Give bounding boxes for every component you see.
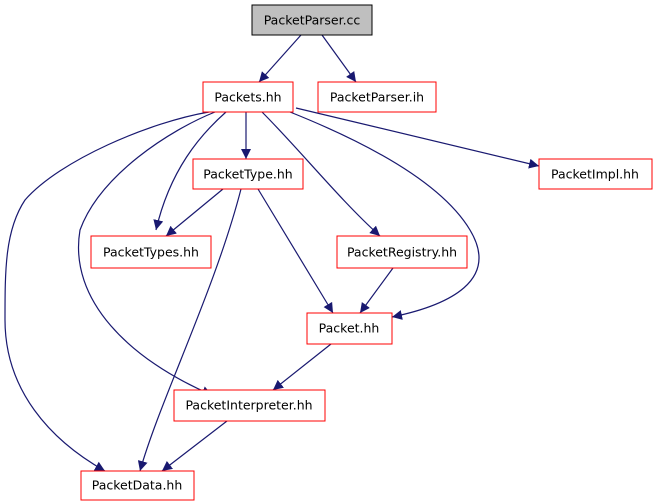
node-packets-hh[interactable]: Packets.hh bbox=[202, 81, 294, 113]
node-box bbox=[80, 470, 195, 501]
edge-packet-hh-to-packetinterpreter-hh bbox=[272, 343, 332, 391]
node-label: PacketType.hh bbox=[203, 167, 292, 182]
edge-packets-hh-to-packetinterpreter-hh bbox=[78, 111, 216, 396]
node-label: PacketInterpreter.hh bbox=[185, 398, 312, 413]
edge-packettype-hh-to-packet-hh bbox=[257, 188, 334, 314]
edge-packets-hh-to-packetdata-hh bbox=[4, 111, 210, 472]
node-label: PacketData.hh bbox=[92, 478, 183, 493]
edge-packets-hh-to-packet-hh bbox=[289, 111, 480, 320]
node-packetparser-cc[interactable]: PacketParser.cc bbox=[251, 4, 373, 36]
edge-packets-hh-to-packettypes-hh bbox=[153, 111, 227, 231]
edge-packetinterpreter-hh-to-packetdata-hh bbox=[161, 420, 228, 472]
edge-packets-hh-to-packetregistry-hh bbox=[261, 111, 381, 237]
node-box bbox=[538, 158, 653, 190]
edge-packetregistry-hh-to-packet-hh bbox=[359, 267, 394, 314]
node-label: PacketTypes.hh bbox=[103, 245, 199, 260]
edge-packettype-hh-to-packetdata-hh bbox=[137, 188, 242, 472]
node-box bbox=[336, 235, 468, 269]
node-packettype-hh[interactable]: PacketType.hh bbox=[192, 158, 304, 190]
node-box bbox=[306, 312, 393, 345]
node-box bbox=[173, 389, 326, 422]
node-packet-hh[interactable]: Packet.hh bbox=[306, 312, 393, 345]
node-label: PacketParser.ih bbox=[330, 90, 424, 105]
nodes: PacketParser.cc Packets.hh PacketParser.… bbox=[80, 4, 653, 501]
node-packetparser-ih[interactable]: PacketParser.ih bbox=[317, 81, 437, 113]
node-label: PacketImpl.hh bbox=[551, 167, 639, 182]
edge-packets-hh-to-packetimpl-hh bbox=[295, 107, 540, 169]
node-packettypes-hh[interactable]: PacketTypes.hh bbox=[90, 235, 212, 269]
node-box bbox=[317, 81, 437, 113]
node-box bbox=[202, 81, 294, 113]
node-label: PacketParser.cc bbox=[264, 13, 361, 28]
node-packetimpl-hh[interactable]: PacketImpl.hh bbox=[538, 158, 653, 190]
node-packetinterpreter-hh[interactable]: PacketInterpreter.hh bbox=[173, 389, 326, 422]
node-packetregistry-hh[interactable]: PacketRegistry.hh bbox=[336, 235, 468, 269]
edges bbox=[4, 34, 540, 472]
node-label: PacketRegistry.hh bbox=[347, 245, 457, 260]
node-box bbox=[251, 4, 373, 36]
edge-packetparser-cc-to-packets-hh bbox=[258, 34, 302, 83]
node-label: Packet.hh bbox=[319, 321, 380, 336]
edge-packetparser-cc-to-packetparser-ih bbox=[321, 34, 357, 83]
node-label: Packets.hh bbox=[214, 90, 281, 105]
node-box bbox=[90, 235, 212, 269]
edge-packettype-hh-to-packettypes-hh bbox=[165, 188, 224, 237]
node-packetdata-hh[interactable]: PacketData.hh bbox=[80, 470, 195, 501]
node-box bbox=[192, 158, 304, 190]
